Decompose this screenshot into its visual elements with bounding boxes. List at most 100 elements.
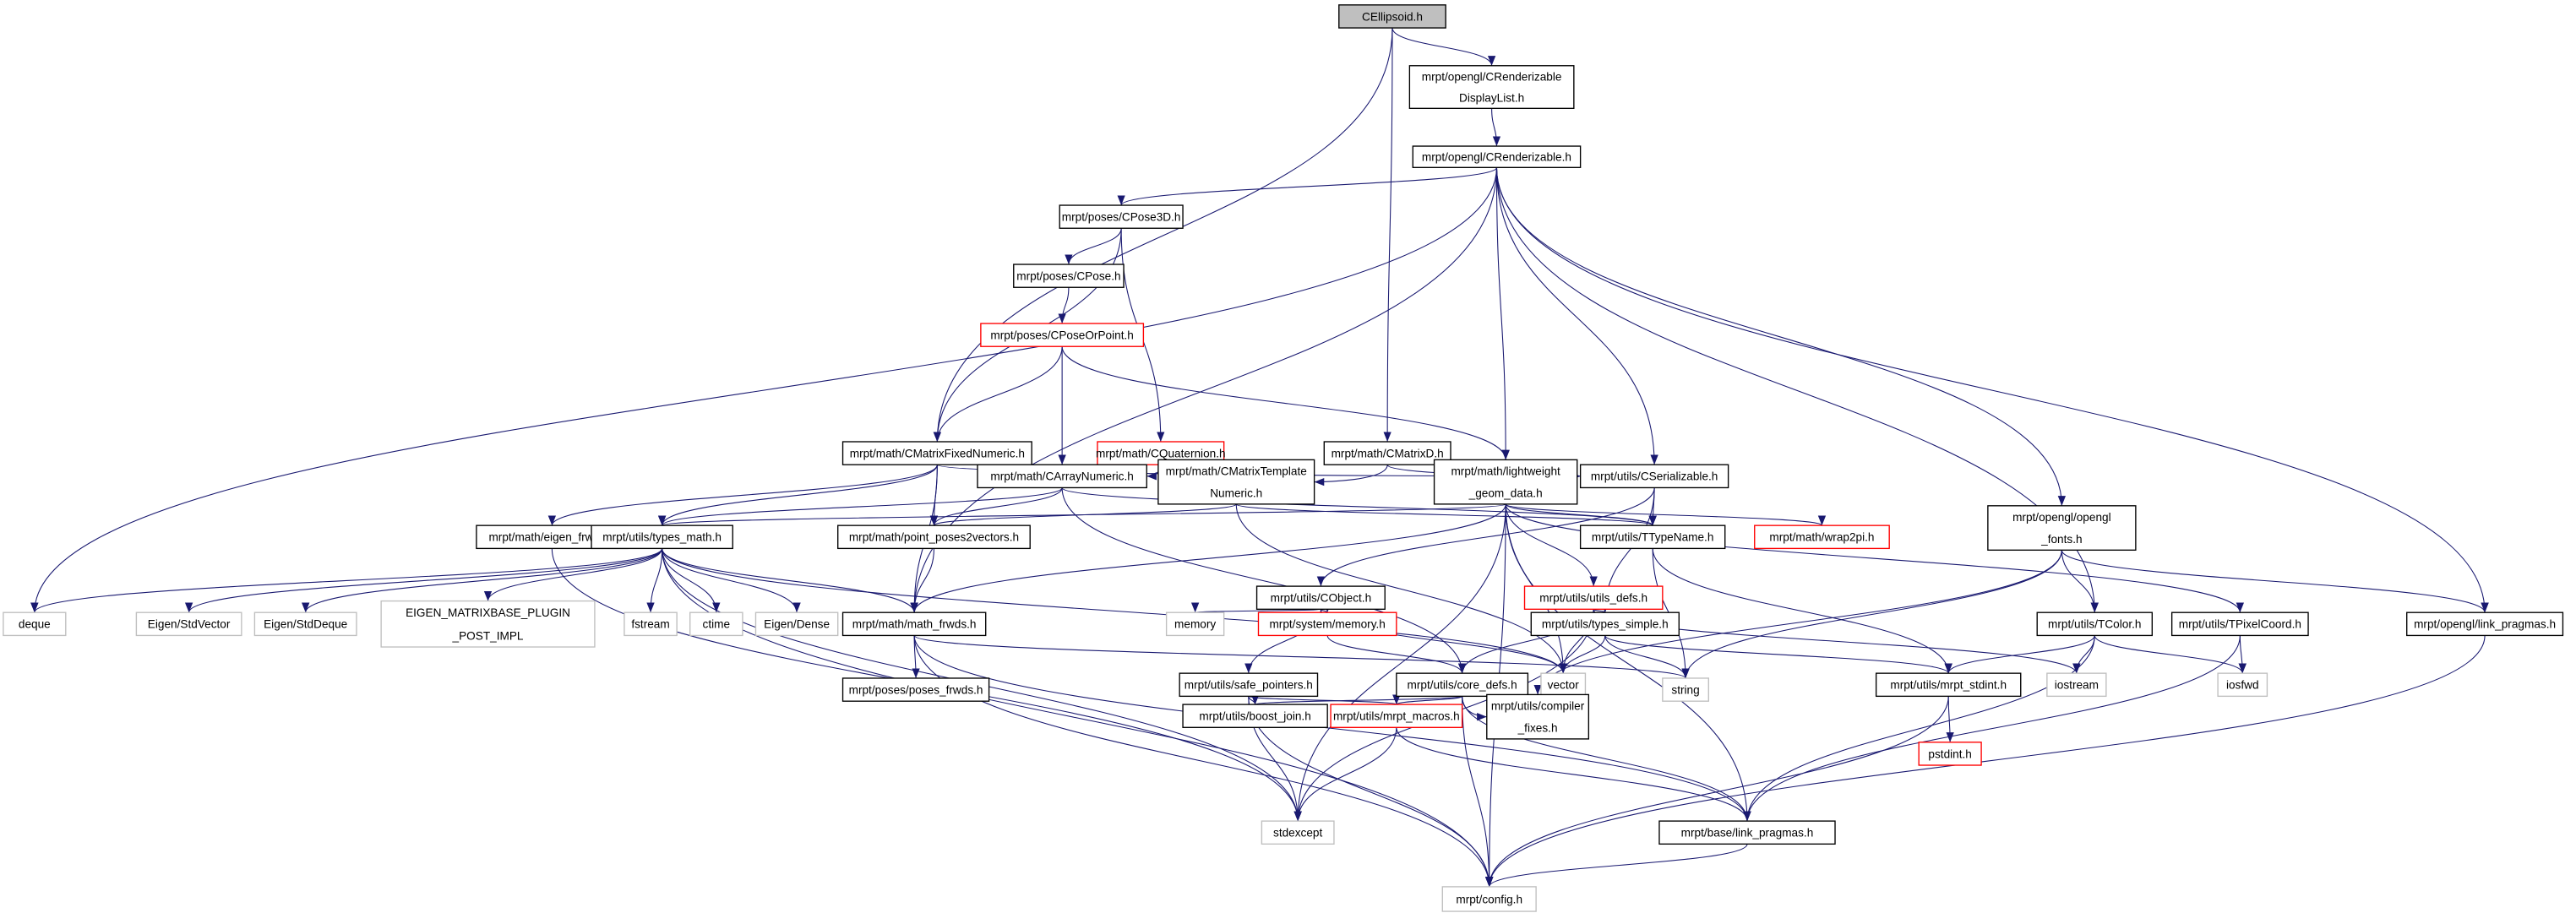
node-label: mrpt/opengl/link_pragmas.h xyxy=(2414,618,2556,631)
node-label: mrpt/utils/types_simple.h xyxy=(1542,618,1669,631)
edge-mrptstdint-to-config xyxy=(1485,696,1949,887)
node-cmatrixfixed[interactable]: mrpt/math/CMatrixFixedNumeric.h xyxy=(841,441,1032,465)
node-box xyxy=(253,611,357,637)
node-box xyxy=(1875,672,2022,698)
node-label: mrpt/math/CMatrixTemplate xyxy=(1166,465,1307,477)
node-label: mrpt/math/CMatrixFixedNumeric.h xyxy=(850,447,1025,459)
node-renderizable[interactable]: mrpt/opengl/CRenderizable.h xyxy=(1412,145,1582,168)
node-pstdint[interactable]: pstdint.h xyxy=(1918,742,1982,766)
node-iostream[interactable]: iostream xyxy=(2046,672,2107,698)
edge-openglfonts-to-string xyxy=(1681,550,2062,678)
edge-coredefs-to-config xyxy=(1462,696,1494,887)
node-label: memory xyxy=(1174,618,1216,631)
node-boostjoin[interactable]: mrpt/utils/boost_join.h xyxy=(1182,704,1328,728)
node-box xyxy=(2170,611,2309,637)
node-eigendense[interactable]: Eigen/Dense xyxy=(754,611,839,637)
edge-coredefs-to-mrptmacros xyxy=(1392,694,1463,705)
node-cposeorpoint[interactable]: mrpt/poses/CPoseOrPoint.h xyxy=(980,323,1145,347)
node-mrptmacros[interactable]: mrpt/utils/mrpt_macros.h xyxy=(1330,704,1463,728)
node-mrptstdint[interactable]: mrpt/utils/mrpt_stdint.h xyxy=(1875,672,2022,698)
node-label: mrpt/math/lightweight xyxy=(1451,465,1560,477)
edge-typesmath-to-mathfrwds xyxy=(662,548,918,613)
node-stdexcept[interactable]: stdexcept xyxy=(1261,820,1335,845)
node-utilsdefs[interactable]: mrpt/utils/utils_defs.h xyxy=(1523,585,1664,610)
node-box xyxy=(2217,672,2268,698)
node-cmatrixd[interactable]: mrpt/math/CMatrixD.h xyxy=(1323,441,1451,465)
node-sysmemory[interactable]: mrpt/system/memory.h xyxy=(1257,611,1397,637)
node-fstream[interactable]: fstream xyxy=(624,611,678,637)
node-box xyxy=(3,611,67,637)
edge-lightweight-to-typesmath xyxy=(658,503,1506,526)
node-label: _fixes.h xyxy=(1517,722,1558,735)
node-label: mrpt/utils/boost_join.h xyxy=(1199,710,1310,723)
node-cobject[interactable]: mrpt/utils/CObject.h xyxy=(1255,585,1386,610)
node-cserializable[interactable]: mrpt/utils/CSerializable.h xyxy=(1579,464,1729,489)
edge-cposeorpoint-to-lightweight xyxy=(1061,346,1510,460)
edge-ttypename-to-mrptstdint xyxy=(1652,548,1952,674)
node-label: mrpt/utils/types_math.h xyxy=(602,531,722,544)
node-box xyxy=(624,611,678,637)
node-lightweight[interactable]: mrpt/math/lightweight_geom_data.h xyxy=(1433,459,1578,505)
node-box xyxy=(1530,611,1680,637)
node-basepragmas[interactable]: mrpt/base/link_pragmas.h xyxy=(1658,820,1836,845)
node-carraynumeric[interactable]: mrpt/math/CArrayNumeric.h xyxy=(977,464,1147,489)
edge-typesmath-to-deque xyxy=(30,548,663,613)
edge-coredefs-to-basepragmas xyxy=(1462,696,1751,822)
node-vector[interactable]: vector xyxy=(1540,672,1587,698)
node-label: _POST_IMPL xyxy=(452,629,524,642)
node-ctime[interactable]: ctime xyxy=(689,611,743,637)
node-ttypename[interactable]: mrpt/utils/TTypeName.h xyxy=(1579,524,1726,550)
edge-cmatrixtemplate-to-ttypename xyxy=(1235,503,1657,526)
edge-tcolor-to-basepragmas xyxy=(1743,635,2095,822)
edge-cpose-to-cposeorpoint xyxy=(1058,287,1070,324)
node-pointposes[interactable]: mrpt/math/point_poses2vectors.h xyxy=(837,524,1031,550)
node-wrap2pi[interactable]: mrpt/math/wrap2pi.h xyxy=(1754,524,1890,550)
node-iosfwd[interactable]: iosfwd xyxy=(2217,672,2268,698)
node-label: mrpt/utils/compiler xyxy=(1491,699,1585,712)
edge-carraynumeric-to-coredefs xyxy=(1061,487,1467,674)
node-posesfrwds[interactable]: mrpt/poses/poses_frwds.h xyxy=(841,677,990,702)
node-cpose[interactable]: mrpt/poses/CPose.h xyxy=(1013,264,1125,288)
node-stddeque[interactable]: Eigen/StdDeque xyxy=(253,611,357,637)
node-label: mrpt/utils/TTypeName.h xyxy=(1592,531,1713,544)
node-cpose3d[interactable]: mrpt/poses/CPose3D.h xyxy=(1059,204,1184,229)
node-box xyxy=(1257,611,1397,637)
node-label: mrpt/opengl/CRenderizable.h xyxy=(1422,151,1571,164)
node-openglfonts[interactable]: mrpt/opengl/opengl_fonts.h xyxy=(1987,505,2137,552)
node-safepointers[interactable]: mrpt/utils/safe_pointers.h xyxy=(1179,672,1319,698)
node-memory[interactable]: memory xyxy=(1165,611,1225,637)
node-eigenplugin[interactable]: EIGEN_MATRIXBASE_PLUGIN _POST_IMPL xyxy=(380,600,596,648)
node-box xyxy=(841,611,987,637)
node-string[interactable]: string xyxy=(1662,677,1709,702)
edge-renderizable-to-deque xyxy=(30,167,1497,613)
node-label: mrpt/poses/CPose.h xyxy=(1016,269,1120,282)
edge-glpragmas-to-config xyxy=(1485,635,2486,887)
node-compilerfixes[interactable]: mrpt/utils/compiler _fixes.h xyxy=(1486,693,1590,740)
node-tpixelcoord[interactable]: mrpt/utils/TPixelCoord.h xyxy=(2170,611,2309,637)
node-label: Eigen/StdVector xyxy=(148,618,231,631)
node-box xyxy=(2046,672,2107,698)
node-stdvector[interactable]: Eigen/StdVector xyxy=(135,611,242,637)
node-typesmath[interactable]: mrpt/utils/types_math.h xyxy=(591,524,733,550)
edge-renderizable-to-glpragmas xyxy=(1495,167,2489,613)
node-deque[interactable]: deque xyxy=(3,611,67,637)
node-glpragmas[interactable]: mrpt/opengl/link_pragmas.h xyxy=(2406,611,2564,637)
node-mathfrwds[interactable]: mrpt/math/math_frwds.h xyxy=(841,611,987,637)
node-tcolor[interactable]: mrpt/utils/TColor.h xyxy=(2036,611,2153,637)
node-box xyxy=(1157,459,1315,505)
node-root[interactable]: CEllipsoid.h xyxy=(1338,4,1446,29)
node-typessimple[interactable]: mrpt/utils/types_simple.h xyxy=(1530,611,1680,637)
node-box xyxy=(841,441,1032,465)
node-coredefs[interactable]: mrpt/utils/core_defs.h xyxy=(1396,672,1529,698)
edge-mrptmacros-to-stdexcept xyxy=(1293,727,1397,822)
node-label: mrpt/system/memory.h xyxy=(1269,618,1385,631)
node-config[interactable]: mrpt/config.h xyxy=(1441,886,1537,912)
edge-typesmath-to-fstream xyxy=(646,548,663,613)
node-label: EIGEN_MATRIXBASE_PLUGIN xyxy=(406,606,570,619)
edge-cmatrixfixed-to-typesmath xyxy=(658,465,938,526)
edge-lightweight-to-tpixelcoord xyxy=(1505,503,2244,613)
node-label: mrpt/poses/CPose3D.h xyxy=(1062,211,1181,224)
